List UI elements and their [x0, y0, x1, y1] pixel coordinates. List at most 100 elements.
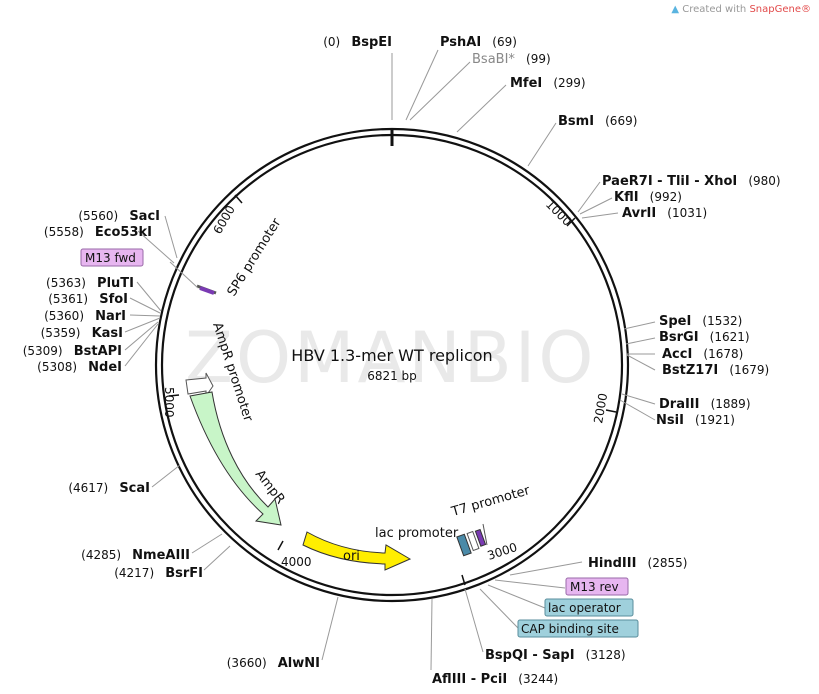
site-scai-name: ScaI: [119, 481, 150, 496]
ori-feature: ori: [302, 531, 412, 571]
site-bsrgi-pos: (1621): [710, 330, 750, 344]
site-bsrfi-name: BsrFI: [165, 566, 203, 581]
site-eco53ki-pos: (5558): [44, 225, 84, 239]
site-nsii-pos: (1921): [695, 413, 735, 427]
credit-prefix: Created with: [682, 4, 747, 15]
site-kasi-pos: (5359): [41, 326, 81, 340]
site-avrii: AvrII (1031): [622, 202, 707, 221]
site-afliii-name: AflIII - PciI: [432, 672, 507, 687]
site-pluti-pos: (5363): [46, 276, 86, 290]
site-bstapi-pos: (5309): [23, 344, 63, 358]
site-bstapi: (5309) BstAPI: [23, 340, 122, 359]
site-kfli: KflI (992): [614, 186, 682, 205]
m13-fwd-label: M13 fwd: [85, 251, 136, 265]
t7-promoter-label: T7 promoter: [449, 483, 532, 520]
site-acci-pos: (1678): [703, 347, 743, 361]
site-nmeaiii: (4285) NmeAIII: [81, 544, 190, 563]
site-ndei-pos: (5308): [37, 360, 77, 374]
site-kfli-name: KflI: [614, 190, 639, 205]
site-bsrfi: (4217) BsrFI: [114, 562, 203, 581]
site-afliii: AflIII - PciI (3244): [432, 668, 558, 687]
site-scai-pos: (4617): [68, 481, 108, 495]
snapgene-credit: ▲ Created with SnapGene®: [671, 4, 811, 15]
site-bsrgi-name: BsrGI: [659, 330, 699, 345]
site-bsmi-pos: (669): [605, 114, 637, 128]
site-nari: (5360) NarI: [44, 305, 126, 324]
site-paer7i-pos: (980): [748, 174, 780, 188]
site-hindiii: HindIII (2855): [588, 552, 687, 571]
site-pshai-name: PshAI: [440, 35, 481, 50]
site-nsii-name: NsiI: [656, 413, 684, 428]
site-spei-pos: (1532): [702, 314, 742, 328]
site-draiii-name: DraIII: [659, 397, 700, 412]
watermark: ZOMANBIO: [185, 317, 596, 399]
site-ndei: (5308) NdeI: [37, 356, 122, 375]
site-kasi-name: KasI: [92, 326, 123, 341]
site-scai: (4617) ScaI: [68, 477, 150, 496]
site-afliii-pos: (3244): [518, 672, 558, 686]
site-saci-pos: (5560): [78, 209, 118, 223]
site-hindiii-pos: (2855): [648, 556, 688, 570]
lac-promoter-feature: lac promoter: [375, 523, 488, 557]
lac-operator-label: lac operator: [548, 601, 621, 615]
site-alwni-pos: (3660): [227, 656, 267, 670]
plasmid-name: HBV 1.3-mer WT replicon: [291, 346, 492, 365]
site-bsmi: BsmI (669): [558, 110, 637, 129]
cap-binding-site-label: CAP binding site: [521, 622, 619, 636]
site-draiii: DraIII (1889): [659, 393, 751, 412]
site-avrii-name: AvrII: [622, 206, 656, 221]
site-eco53ki-name: Eco53kI: [95, 225, 152, 240]
site-sfoi-name: SfoI: [99, 292, 128, 307]
site-nmeaiii-pos: (4285): [81, 548, 121, 562]
site-labels: (0) BspEI PshAI (69) BsaBI* (99) MfeI (2…: [23, 31, 781, 687]
site-mfei-pos: (299): [553, 76, 585, 90]
site-bsrfi-pos: (4217): [114, 566, 154, 580]
site-spei-name: SpeI: [659, 314, 691, 329]
t7-promoter-feature: T7 promoter: [449, 483, 532, 520]
site-bspei-pos: (0): [323, 35, 340, 49]
site-sfoi: (5361) SfoI: [48, 288, 128, 307]
site-paer7i: PaeR7I - TliI - XhoI (980): [602, 170, 781, 189]
credit-brand: SnapGene®: [749, 4, 811, 15]
m13-rev-label: M13 rev: [570, 580, 619, 594]
tick-4000: 4000: [281, 555, 312, 569]
lac-promoter-label: lac promoter: [375, 526, 459, 541]
site-alwni-name: AlwNI: [278, 656, 320, 671]
site-bspei: (0) BspEI: [323, 31, 392, 50]
site-spei: SpeI (1532): [659, 310, 742, 329]
site-bstz17i-name: BstZ17I: [662, 363, 718, 378]
site-alwni: (3660) AlwNI: [227, 652, 320, 671]
tick-2000: 2000: [591, 392, 610, 425]
site-draiii-pos: (1889): [711, 397, 751, 411]
sp6-promoter-label: SP6 promoter: [225, 215, 285, 299]
site-saci-name: SacI: [129, 209, 160, 224]
site-ndei-name: NdeI: [88, 360, 122, 375]
plasmid-size: 6821 bp: [367, 369, 417, 383]
site-mfei: MfeI (299): [510, 72, 586, 91]
site-nari-pos: (5360): [44, 309, 84, 323]
site-nsii: NsiI (1921): [656, 409, 735, 428]
site-nari-name: NarI: [95, 309, 126, 324]
site-bspqi-name: BspQI - SapI: [485, 648, 575, 663]
site-pluti-name: PluTI: [97, 276, 134, 291]
site-bstz17i: BstZ17I (1679): [662, 359, 769, 378]
site-bspqi-pos: (3128): [586, 648, 626, 662]
site-acci: AccI (1678): [662, 343, 743, 362]
site-bstz17i-pos: (1679): [729, 363, 769, 377]
snapgene-logo-icon: ▲: [671, 4, 680, 15]
tick-5000: 5000: [162, 387, 176, 418]
site-hindiii-name: HindIII: [588, 556, 636, 571]
site-kasi: (5359) KasI: [41, 322, 123, 341]
site-leader-lines: [124, 49, 656, 671]
site-avrii-pos: (1031): [667, 206, 707, 220]
scale-ticks: 1000 2000 3000 4000 5000 6000: [162, 194, 617, 586]
site-bsrgi: BsrGI (1621): [659, 326, 750, 345]
site-nmeaiii-name: NmeAIII: [132, 548, 190, 563]
ori-label: ori: [343, 549, 360, 564]
site-eco53ki: (5558) Eco53kI: [44, 221, 152, 240]
site-pshai: PshAI (69): [440, 31, 517, 50]
m13-fwd-box: M13 fwd: [80, 248, 144, 267]
site-bsabi: BsaBI* (99): [472, 48, 551, 67]
site-bsmi-name: BsmI: [558, 114, 594, 129]
